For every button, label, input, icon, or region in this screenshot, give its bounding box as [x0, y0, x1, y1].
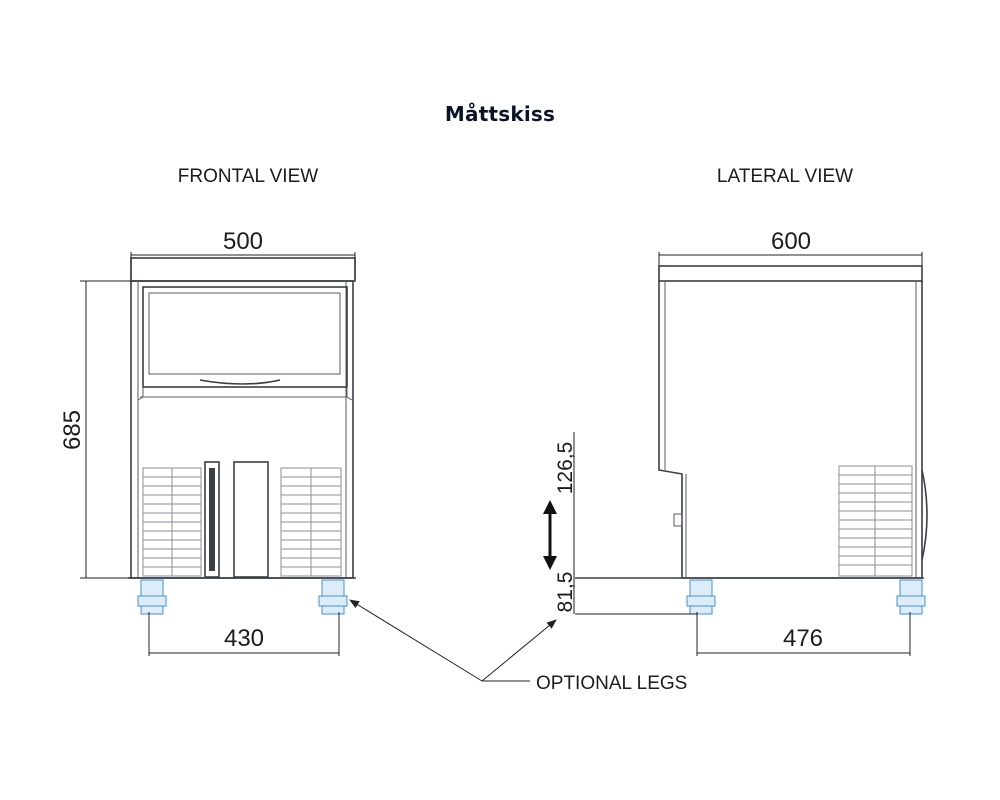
- lateral-view-label: LATERAL VIEW: [717, 166, 853, 187]
- dim-front-width: 500: [223, 228, 263, 255]
- front-leg-right: [318, 579, 348, 615]
- front-leg-left: [137, 579, 167, 615]
- dim-side-depth: 600: [771, 228, 811, 255]
- frontal-view: FRONTAL VIEW: [59, 166, 356, 656]
- dim-front-height: 685: [59, 410, 86, 450]
- front-left-grille: [142, 467, 202, 577]
- front-right-grille: [280, 467, 342, 577]
- side-leg-front: [686, 579, 716, 615]
- side-body: [658, 281, 923, 579]
- front-center-panel: [233, 461, 269, 578]
- front-top-lid: [130, 257, 356, 282]
- lateral-view: LATERAL VIEW: [543, 166, 928, 656]
- door-handle: [199, 379, 281, 385]
- leg-height-arrow: [543, 500, 557, 570]
- optional-legs-callout: OPTIONAL LEGS: [349, 599, 687, 694]
- frontal-view-label: FRONTAL VIEW: [178, 166, 318, 187]
- dim-leg-max: 126,5: [554, 442, 577, 495]
- side-top-lid: [658, 265, 923, 282]
- dim-front-leg-span: 430: [224, 625, 264, 652]
- front-body: [130, 280, 354, 579]
- optional-legs-label: OPTIONAL LEGS: [536, 673, 687, 694]
- page-title: Måttskiss: [444, 102, 556, 126]
- power-switch: [204, 461, 220, 578]
- side-grille: [838, 465, 913, 577]
- dim-leg-min: 81,5: [554, 572, 577, 613]
- dim-side-leg-span: 476: [783, 625, 823, 652]
- side-leg-rear: [896, 579, 926, 615]
- front-bin-door: [142, 286, 348, 388]
